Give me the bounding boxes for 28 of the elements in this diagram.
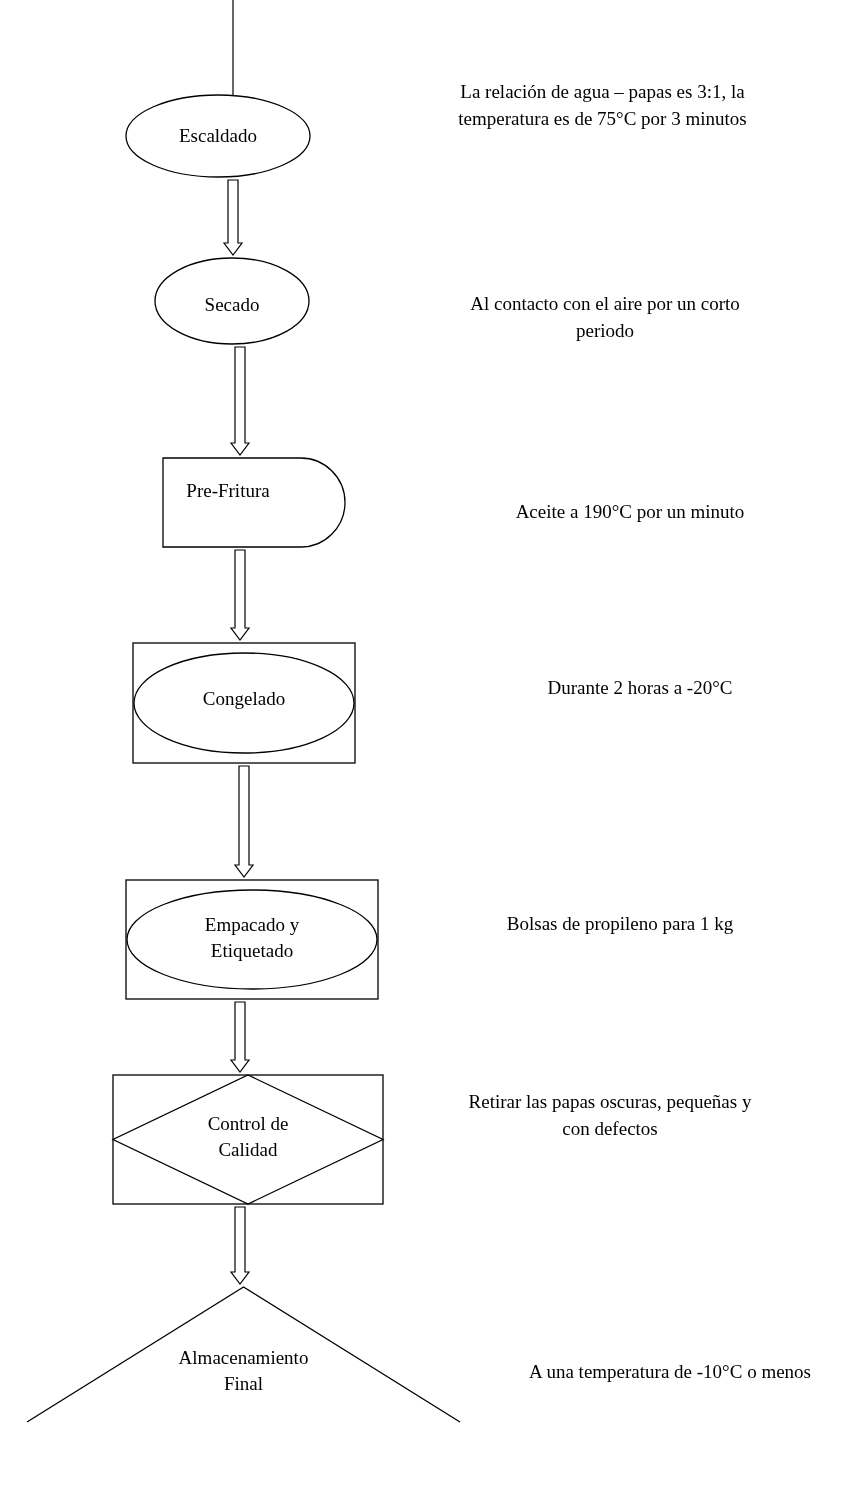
- step-note: La relación de agua – papas es 3:1, la temperatura es de 75°C por 3 minutos: [457, 80, 748, 131]
- step-note: Aceite a 190°C por un minuto: [514, 500, 746, 524]
- step-label: Secado: [203, 293, 261, 317]
- step-note: Durante 2 horas a -20°C: [546, 676, 734, 700]
- process-step: [27, 1287, 460, 1422]
- block-arrow: [229, 549, 251, 641]
- step-note: Al contacto con el aire por un corto periodo: [469, 292, 741, 343]
- step-note: Bolsas de propileno para 1 kg: [505, 912, 735, 936]
- block-arrow: [229, 1001, 251, 1073]
- step-label: Empacado y Etiquetado: [203, 913, 301, 963]
- block-arrow: [229, 1206, 251, 1285]
- process-step: [163, 458, 345, 547]
- step-label: Congelado: [201, 687, 287, 711]
- process-step: [126, 95, 310, 177]
- step-label: Almacenamiento Final: [177, 1346, 310, 1396]
- process-step: [113, 1075, 383, 1204]
- step-label: Pre-Fritura: [185, 479, 271, 503]
- step-note: A una temperatura de -10°C o menos: [528, 1360, 812, 1384]
- process-step: [133, 643, 355, 763]
- block-arrow: [229, 346, 251, 456]
- step-label: Control de Calidad: [206, 1112, 290, 1162]
- process-step: [155, 258, 309, 344]
- process-step: [126, 880, 378, 999]
- step-note: Retirar las papas oscuras, pequeñas y con defectos: [467, 1090, 753, 1141]
- step-label: Escaldado: [177, 124, 259, 148]
- block-arrow: [233, 765, 255, 878]
- flow-line: [232, 0, 234, 96]
- block-arrow: [222, 179, 244, 256]
